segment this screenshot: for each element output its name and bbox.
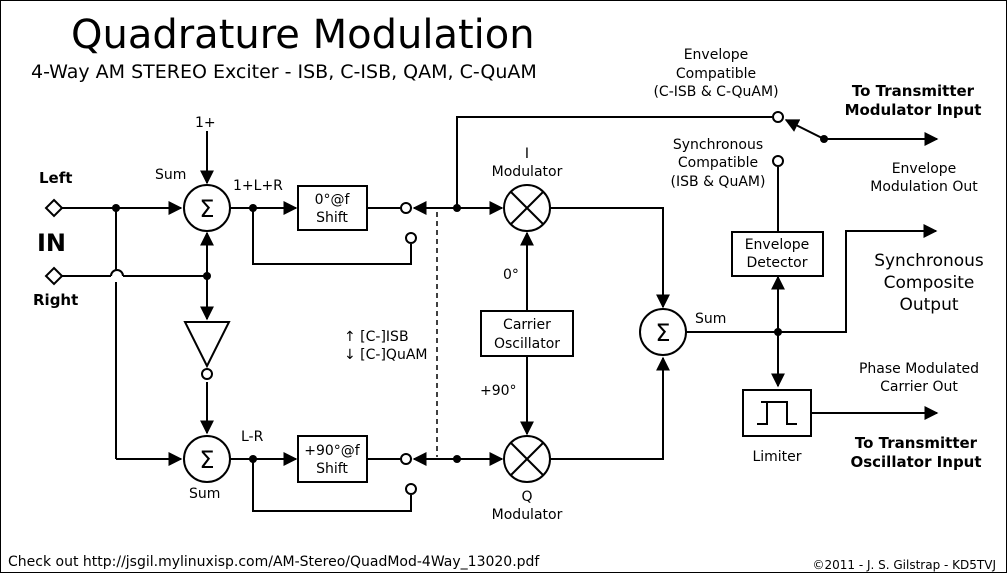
copyright: ©2011 - J. S. Gilstrap - KD5TVJ <box>812 558 996 572</box>
q-to-sum-wire <box>550 356 670 460</box>
svg-text:Shift: Shift <box>316 461 348 477</box>
bottom-shift-path <box>230 452 504 512</box>
svg-text:Envelope: Envelope <box>745 237 810 253</box>
phase-0-label: 0° <box>503 267 519 283</box>
sync-compatible-label-3: (ISB & QuAM) <box>671 174 766 190</box>
sync-composite-label-2: Composite <box>884 273 975 293</box>
output-summer: Σ <box>639 308 687 356</box>
q-modulator-label-2: Modulator <box>492 507 563 523</box>
inverter-triangle <box>183 321 231 380</box>
svg-text:Σ: Σ <box>199 195 214 223</box>
envelope-compatible-label-3: (C-ISB & C-QuAM) <box>653 84 778 100</box>
envelope-compatible-label-2: Compatible <box>676 66 756 82</box>
sync-composite-label-3: Output <box>899 295 958 315</box>
input-left-terminal <box>44 198 64 218</box>
dc-offset-label: 1+ <box>195 115 216 131</box>
tx-modulator-label: To Transmitter <box>852 82 975 100</box>
footer-link: Check out http://jsgil.mylinuxisp.com/AM… <box>8 554 540 570</box>
input-right-label: Right <box>33 291 78 309</box>
bottom-summer: Σ <box>183 435 231 483</box>
tx-oscillator-label-2: Oscillator Input <box>850 453 981 471</box>
svg-text:+90°@f: +90°@f <box>304 443 361 459</box>
top-shift-path <box>230 116 772 265</box>
bottom-sum-label: Sum <box>189 486 220 502</box>
svg-text:Carrier: Carrier <box>503 317 551 333</box>
input-right-terminal <box>44 266 64 286</box>
page-subtitle: 4-Way AM STEREO Exciter - ISB, C-ISB, QA… <box>31 61 537 83</box>
sync-compatible-label: Synchronous <box>673 137 763 153</box>
q-modulator <box>503 435 551 483</box>
page-title: Quadrature Modulation <box>71 12 535 58</box>
i-modulator <box>503 184 551 232</box>
limiter-block <box>742 389 812 437</box>
limiter-label: Limiter <box>752 449 801 465</box>
phase-90-label: +90° <box>480 383 517 399</box>
svg-text:Oscillator: Oscillator <box>494 336 560 352</box>
phase-mod-carrier-label-2: Carrier Out <box>880 379 958 395</box>
i-to-sum-wire <box>550 207 670 309</box>
sum-output-wiring <box>686 224 938 388</box>
svg-text:0°@f: 0°@f <box>315 192 351 208</box>
i-modulator-label-2: Modulator <box>492 164 563 180</box>
tx-modulator-label-2: Modulator Input <box>845 101 982 119</box>
envelope-mod-out-label: Envelope <box>892 161 957 177</box>
envelope-contact <box>772 111 784 123</box>
top-sum-label: Sum <box>155 167 186 183</box>
input-left-label: Left <box>39 169 72 187</box>
envelope-compatible-label: Envelope <box>684 47 749 63</box>
q-modulator-label: Q <box>521 489 532 505</box>
sync-contact <box>772 155 784 167</box>
output-selector-switch <box>784 119 825 140</box>
svg-text:Σ: Σ <box>199 446 214 474</box>
shift-block-bottom: +90°@f Shift <box>297 435 368 483</box>
shift-block-top: 0°@f Shift <box>297 185 368 231</box>
sync-compatible-label-2: Compatible <box>678 155 758 171</box>
input-in-label: IN <box>37 229 66 257</box>
output-sum-label: Sum <box>695 311 726 327</box>
switch-note-down: ↓ [C-]QuAM <box>344 347 427 363</box>
carrier-oscillator: Carrier Oscillator <box>480 310 574 357</box>
svg-text:Detector: Detector <box>746 255 807 271</box>
i-modulator-label: I <box>525 146 529 162</box>
input-wiring <box>62 131 214 466</box>
svg-text:Σ: Σ <box>655 319 670 347</box>
bottom-sum-output-label: L-R <box>241 429 264 445</box>
sync-composite-label: Synchronous <box>874 251 984 271</box>
envelope-detector: Envelope Detector <box>731 231 824 277</box>
svg-text:Shift: Shift <box>316 210 348 226</box>
switch-note-up: ↑ [C-]ISB <box>344 329 409 345</box>
top-sum-output-label: 1+L+R <box>233 178 283 194</box>
top-summer: Σ <box>183 184 231 232</box>
tx-oscillator-label: To Transmitter <box>855 434 978 452</box>
phase-mod-carrier-label: Phase Modulated <box>859 361 979 377</box>
envelope-mod-out-label-2: Modulation Out <box>870 179 978 195</box>
